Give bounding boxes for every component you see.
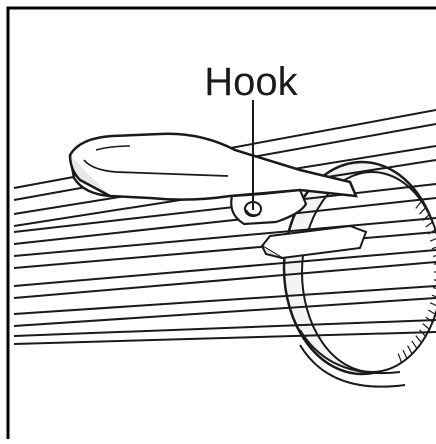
- reel-ridge: [432, 287, 436, 289]
- lower-clip: [260, 224, 368, 260]
- reel-ridge: [433, 263, 436, 265]
- reel-ridge: [425, 221, 433, 228]
- reel-ridge: [430, 237, 436, 242]
- hook-callout-label: Hook: [204, 60, 298, 104]
- reel-ridge: [402, 349, 408, 359]
- reel-ridge: [427, 309, 436, 315]
- reel-ridge: [407, 345, 413, 355]
- reel-ridge: [411, 340, 418, 349]
- reel-ridge: [419, 207, 427, 215]
- reel-ridge: [433, 279, 436, 281]
- reel-ridge: [415, 335, 422, 344]
- reel-ridge: [397, 353, 403, 363]
- reel-ridge: [430, 302, 436, 307]
- reel-ridge: [432, 255, 436, 257]
- lever-arm: [68, 132, 358, 201]
- line-reel: [282, 160, 436, 388]
- reel-ridge: [422, 323, 430, 330]
- reel-ridge: [415, 200, 422, 209]
- figure-frame: [6, 6, 436, 444]
